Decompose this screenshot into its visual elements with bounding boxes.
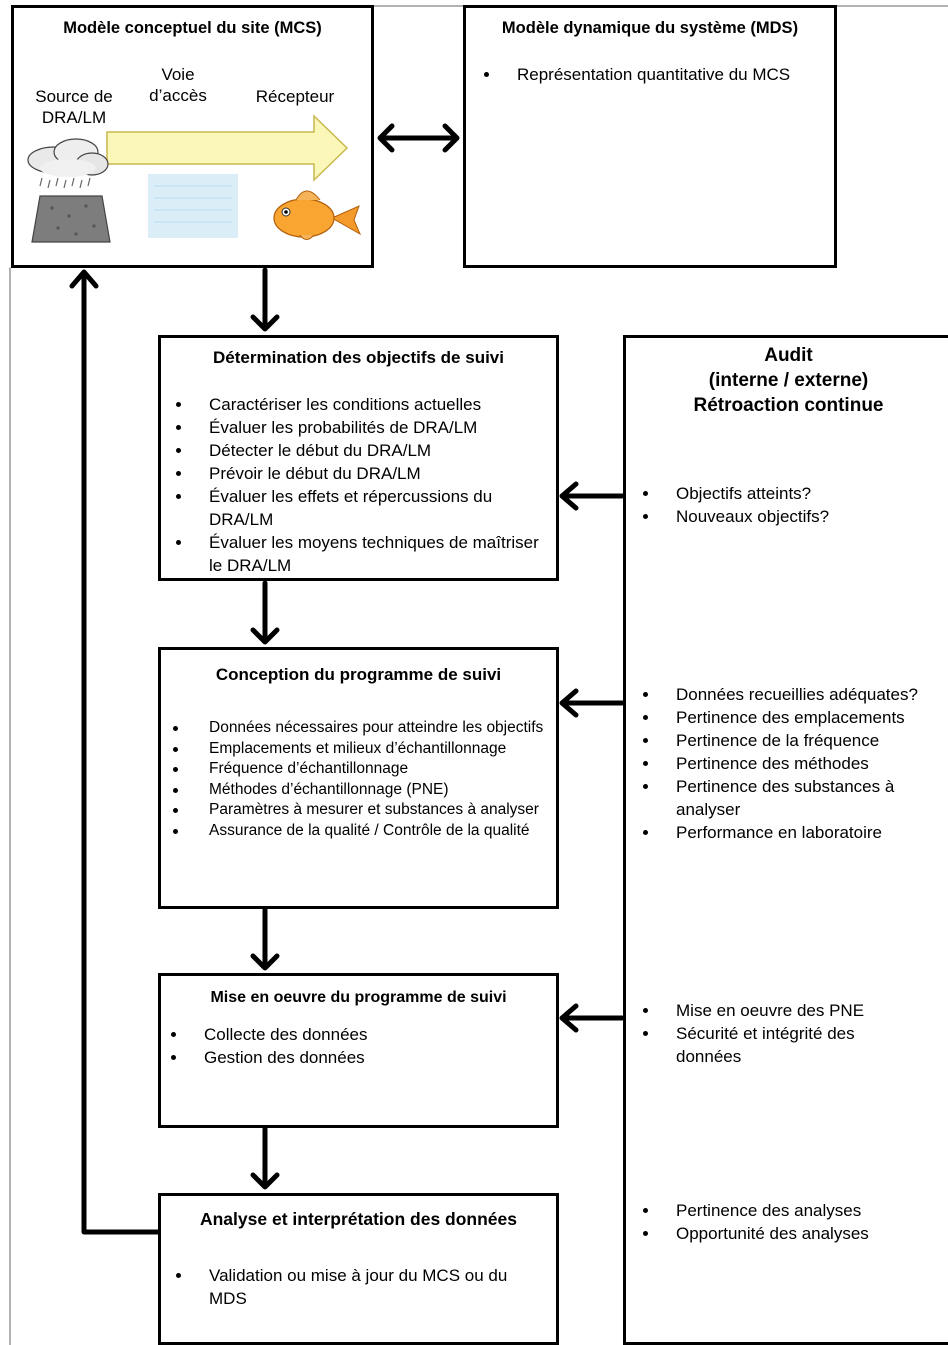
- objectives-list: Caractériser les conditions actuelles Év…: [169, 393, 549, 577]
- list-item: Emplacements et milieux d’échantillonnag…: [166, 739, 551, 760]
- feedback-loop-arrow: [69, 269, 163, 1235]
- mds-title: Modèle dynamique du système (MDS): [501, 19, 799, 37]
- list-item: Opportunité des analyses: [636, 1222, 936, 1245]
- audit-group-implementation: Mise en oeuvre des PNE Sécurité et intég…: [636, 999, 886, 1068]
- arrow-mcs-to-objectives: [250, 267, 280, 332]
- list-item: Caractériser les conditions actuelles: [169, 393, 549, 416]
- design-title: Conception du programme de suivi: [215, 665, 502, 684]
- audit-box: Audit (interne / externe) Rétroaction co…: [623, 335, 948, 1345]
- audit-arrow-implementation: [559, 1003, 625, 1033]
- rain-cloud-icon: [27, 138, 109, 189]
- list-item: Validation ou mise à jour du MCS ou du M…: [169, 1264, 539, 1310]
- list-item: Pertinence des méthodes: [636, 752, 936, 775]
- audit-group-design: Données recueillies adéquates? Pertinenc…: [636, 683, 936, 844]
- list-item: Données recueillies adéquates?: [636, 683, 936, 706]
- source-label: Source de DRA/LM: [35, 87, 113, 127]
- audit-arrow-objectives: [559, 481, 625, 511]
- implementation-list: Collecte des données Gestion des données: [164, 1023, 549, 1069]
- mds-list: Représentation quantitative du MCS: [477, 63, 790, 86]
- flow-arrow-icon: [106, 114, 349, 182]
- audit-subtitle: (interne / externe): [708, 370, 869, 391]
- mcs-box: Modèle conceptuel du site (MCS) Source d…: [11, 5, 374, 268]
- list-item: Pertinence de la fréquence: [636, 729, 936, 752]
- design-list: Données nécessaires pour atteindre les o…: [166, 718, 551, 841]
- list-item: Nouveaux objectifs?: [636, 505, 926, 528]
- list-item: Sécurité et intégrité des données: [636, 1022, 886, 1068]
- implementation-title: Mise en oeuvre du programme de suivi: [210, 989, 507, 1006]
- mcs-mds-double-arrow: [377, 123, 460, 153]
- list-item: Évaluer les effets et répercussions du D…: [169, 485, 549, 531]
- list-item: Fréquence d’échantillonnage: [166, 759, 551, 780]
- list-item: Détecter le début du DRA/LM: [169, 439, 549, 462]
- list-item: Gestion des données: [164, 1046, 549, 1069]
- receptor-label: Récepteur: [255, 87, 335, 106]
- list-item: Pertinence des substances à analyser: [636, 775, 936, 821]
- list-item: Mise en oeuvre des PNE: [636, 999, 886, 1022]
- list-item: Collecte des données: [164, 1023, 549, 1046]
- goldfish-icon: [273, 190, 362, 240]
- list-item: Pertinence des analyses: [636, 1199, 936, 1222]
- water-icon: [148, 174, 238, 238]
- list-item: Performance en laboratoire: [636, 821, 936, 844]
- arrow-implementation-to-analysis: [250, 1126, 280, 1190]
- audit-title: Audit: [764, 345, 813, 366]
- arrow-design-to-implementation: [250, 907, 280, 971]
- analysis-title: Analyse et interprétation des données: [199, 1209, 518, 1229]
- objectives-title: Détermination des objectifs de suivi: [213, 348, 504, 367]
- pathway-label: Voie d’accès: [149, 65, 207, 105]
- list-item: Données nécessaires pour atteindre les o…: [166, 718, 551, 739]
- mcs-illustration: [27, 114, 362, 243]
- mds-box: Modèle dynamique du système (MDS) Représ…: [463, 5, 837, 268]
- analysis-box: Analyse et interprétation des données Va…: [158, 1193, 559, 1345]
- analysis-list: Validation ou mise à jour du MCS ou du M…: [169, 1264, 539, 1310]
- implementation-box: Mise en oeuvre du programme de suivi Col…: [158, 973, 559, 1128]
- design-box: Conception du programme de suivi Données…: [158, 647, 559, 909]
- audit-group-objectives: Objectifs atteints? Nouveaux objectifs?: [636, 482, 926, 528]
- list-item: Évaluer les probabilités de DRA/LM: [169, 416, 549, 439]
- list-item: Objectifs atteints?: [636, 482, 926, 505]
- audit-arrow-design: [559, 688, 625, 718]
- list-item: Représentation quantitative du MCS: [477, 63, 790, 86]
- audit-feedback-title: Rétroaction continue: [693, 395, 884, 416]
- objectives-box: Détermination des objectifs de suivi Car…: [158, 335, 559, 581]
- list-item: Prévoir le début du DRA/LM: [169, 462, 549, 485]
- audit-group-analysis: Pertinence des analyses Opportunité des …: [636, 1199, 936, 1245]
- list-item: Paramètres à mesurer et substances à ana…: [166, 800, 551, 821]
- waste-pile-icon: [31, 195, 111, 243]
- list-item: Méthodes d’échantillonnage (PNE): [166, 780, 551, 801]
- list-item: Pertinence des emplacements: [636, 706, 936, 729]
- list-item: Assurance de la qualité / Contrôle de la…: [166, 821, 551, 842]
- list-item: Évaluer les moyens techniques de maîtris…: [169, 531, 549, 577]
- arrow-objectives-to-design: [250, 580, 280, 645]
- mcs-title: Modèle conceptuel du site (MCS): [63, 19, 322, 37]
